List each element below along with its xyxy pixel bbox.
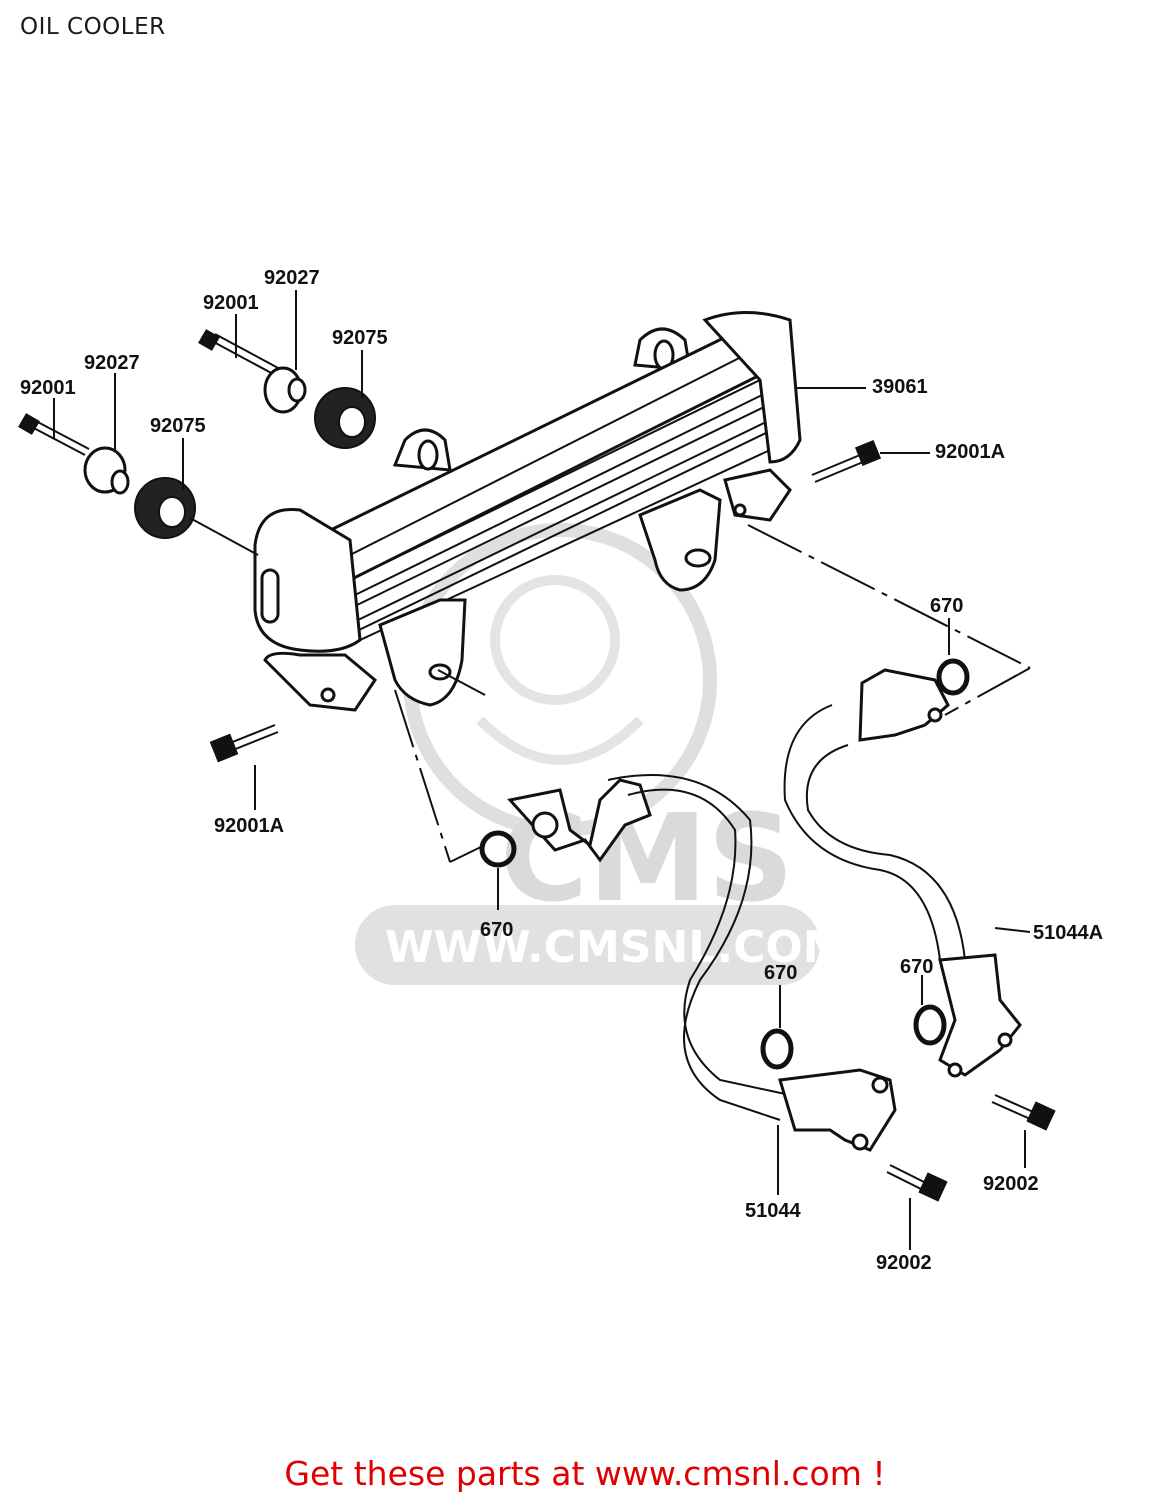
o-ring-670-b [479,830,517,868]
label-92027-upper: 92027 [264,267,320,289]
label-670-a: 670 [930,595,963,617]
get-parts-link[interactable]: Get these parts at www.cmsnl.com ! [284,1454,886,1493]
label-670-d: 670 [900,956,933,978]
o-ring-670-c [760,1028,794,1070]
label-92001A-right: 92001A [935,441,1005,463]
label-92075-upper: 92075 [332,327,388,349]
oil-cooler-39061 [253,311,802,712]
bolt-92001-upper [198,329,281,376]
bolt-92001A-left [209,724,279,763]
label-39061: 39061 [872,376,928,398]
label-92075-lower: 92075 [150,415,206,437]
label-92001-lower: 92001 [20,377,76,399]
collar-92027-lower [83,446,130,495]
grommet-92075-lower [134,477,196,539]
leader-lines [53,290,1031,1250]
label-670-c: 670 [764,962,797,984]
bolt-92001-lower [18,413,90,456]
bolt-92002-lower [886,1164,948,1202]
label-51044A: 51044A [1033,922,1103,944]
label-670-b: 670 [480,919,513,941]
label-92001A-left: 92001A [214,815,284,837]
watermark: CMS WWW.CMSNL.COM [355,523,847,985]
hose-51044A [783,668,1022,1078]
o-ring-670-d [913,1004,947,1046]
label-51044: 51044 [745,1200,801,1222]
grommet-92075-upper [314,387,376,449]
label-92027-lower: 92027 [84,352,140,374]
o-ring-670-a [936,658,970,696]
label-92001-upper: 92001 [203,292,259,314]
watermark-url: WWW.CMSNL.COM [385,922,847,973]
bolt-92002-right [991,1094,1056,1131]
bolt-92001A-right [811,439,882,483]
label-92002-lower: 92002 [876,1252,932,1274]
label-92002-right: 92002 [983,1173,1039,1195]
hose-51044 [507,774,897,1152]
page-title: OIL COOLER [20,14,166,40]
collar-92027-upper [263,366,307,414]
